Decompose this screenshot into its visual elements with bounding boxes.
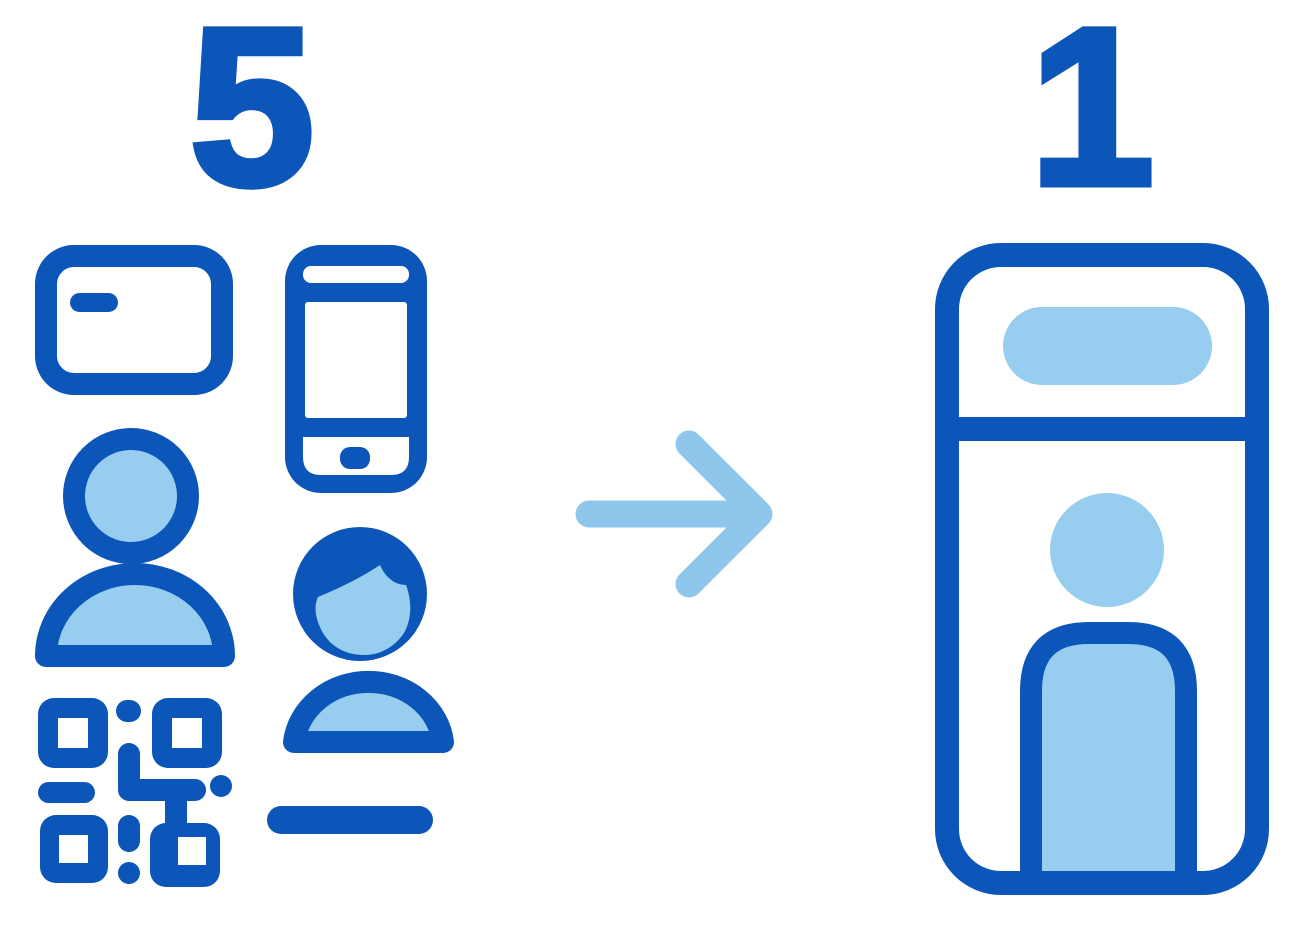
user-icon xyxy=(35,428,235,667)
user-head xyxy=(63,428,199,564)
text-line-bar xyxy=(267,806,433,834)
qr-finder-bottom-left-hole xyxy=(59,835,88,863)
phone-screen xyxy=(305,302,407,418)
count-five-label: 5 xyxy=(186,0,318,232)
smartphone-icon xyxy=(285,245,427,493)
qr-snake-path xyxy=(118,743,206,801)
qr-connector xyxy=(165,793,187,827)
kiosk-person-head xyxy=(1050,493,1164,607)
count-one-label: 1 xyxy=(1026,0,1158,232)
qr-code-icon xyxy=(38,698,232,887)
phone-speaker xyxy=(303,266,409,283)
kiosk-header-pill xyxy=(1003,307,1212,385)
qr-pill-left xyxy=(38,782,95,803)
qr-finder-top-right-hole xyxy=(172,718,202,748)
qr-dot-bottom xyxy=(118,862,140,884)
user2-body xyxy=(283,670,454,753)
qr-finder-top-left-hole xyxy=(58,718,88,748)
arrow-shape xyxy=(575,430,773,598)
user2-face xyxy=(315,565,411,655)
card-outline xyxy=(35,245,233,395)
phone-home-button xyxy=(340,447,370,469)
right-arrow-icon xyxy=(575,430,773,598)
kiosk-outline xyxy=(935,243,1269,895)
user-with-hair-icon xyxy=(283,527,454,753)
card-chip xyxy=(70,293,118,312)
qr-dot-right xyxy=(210,775,232,797)
qr-dot-top xyxy=(116,700,141,722)
qr-finder-bottom-right-hole xyxy=(178,837,206,865)
kiosk-person-body xyxy=(1020,622,1197,884)
id-card-icon xyxy=(35,245,233,395)
user-body xyxy=(35,563,235,667)
kiosk-icon xyxy=(935,243,1269,895)
qr-pill-middle xyxy=(118,815,140,852)
